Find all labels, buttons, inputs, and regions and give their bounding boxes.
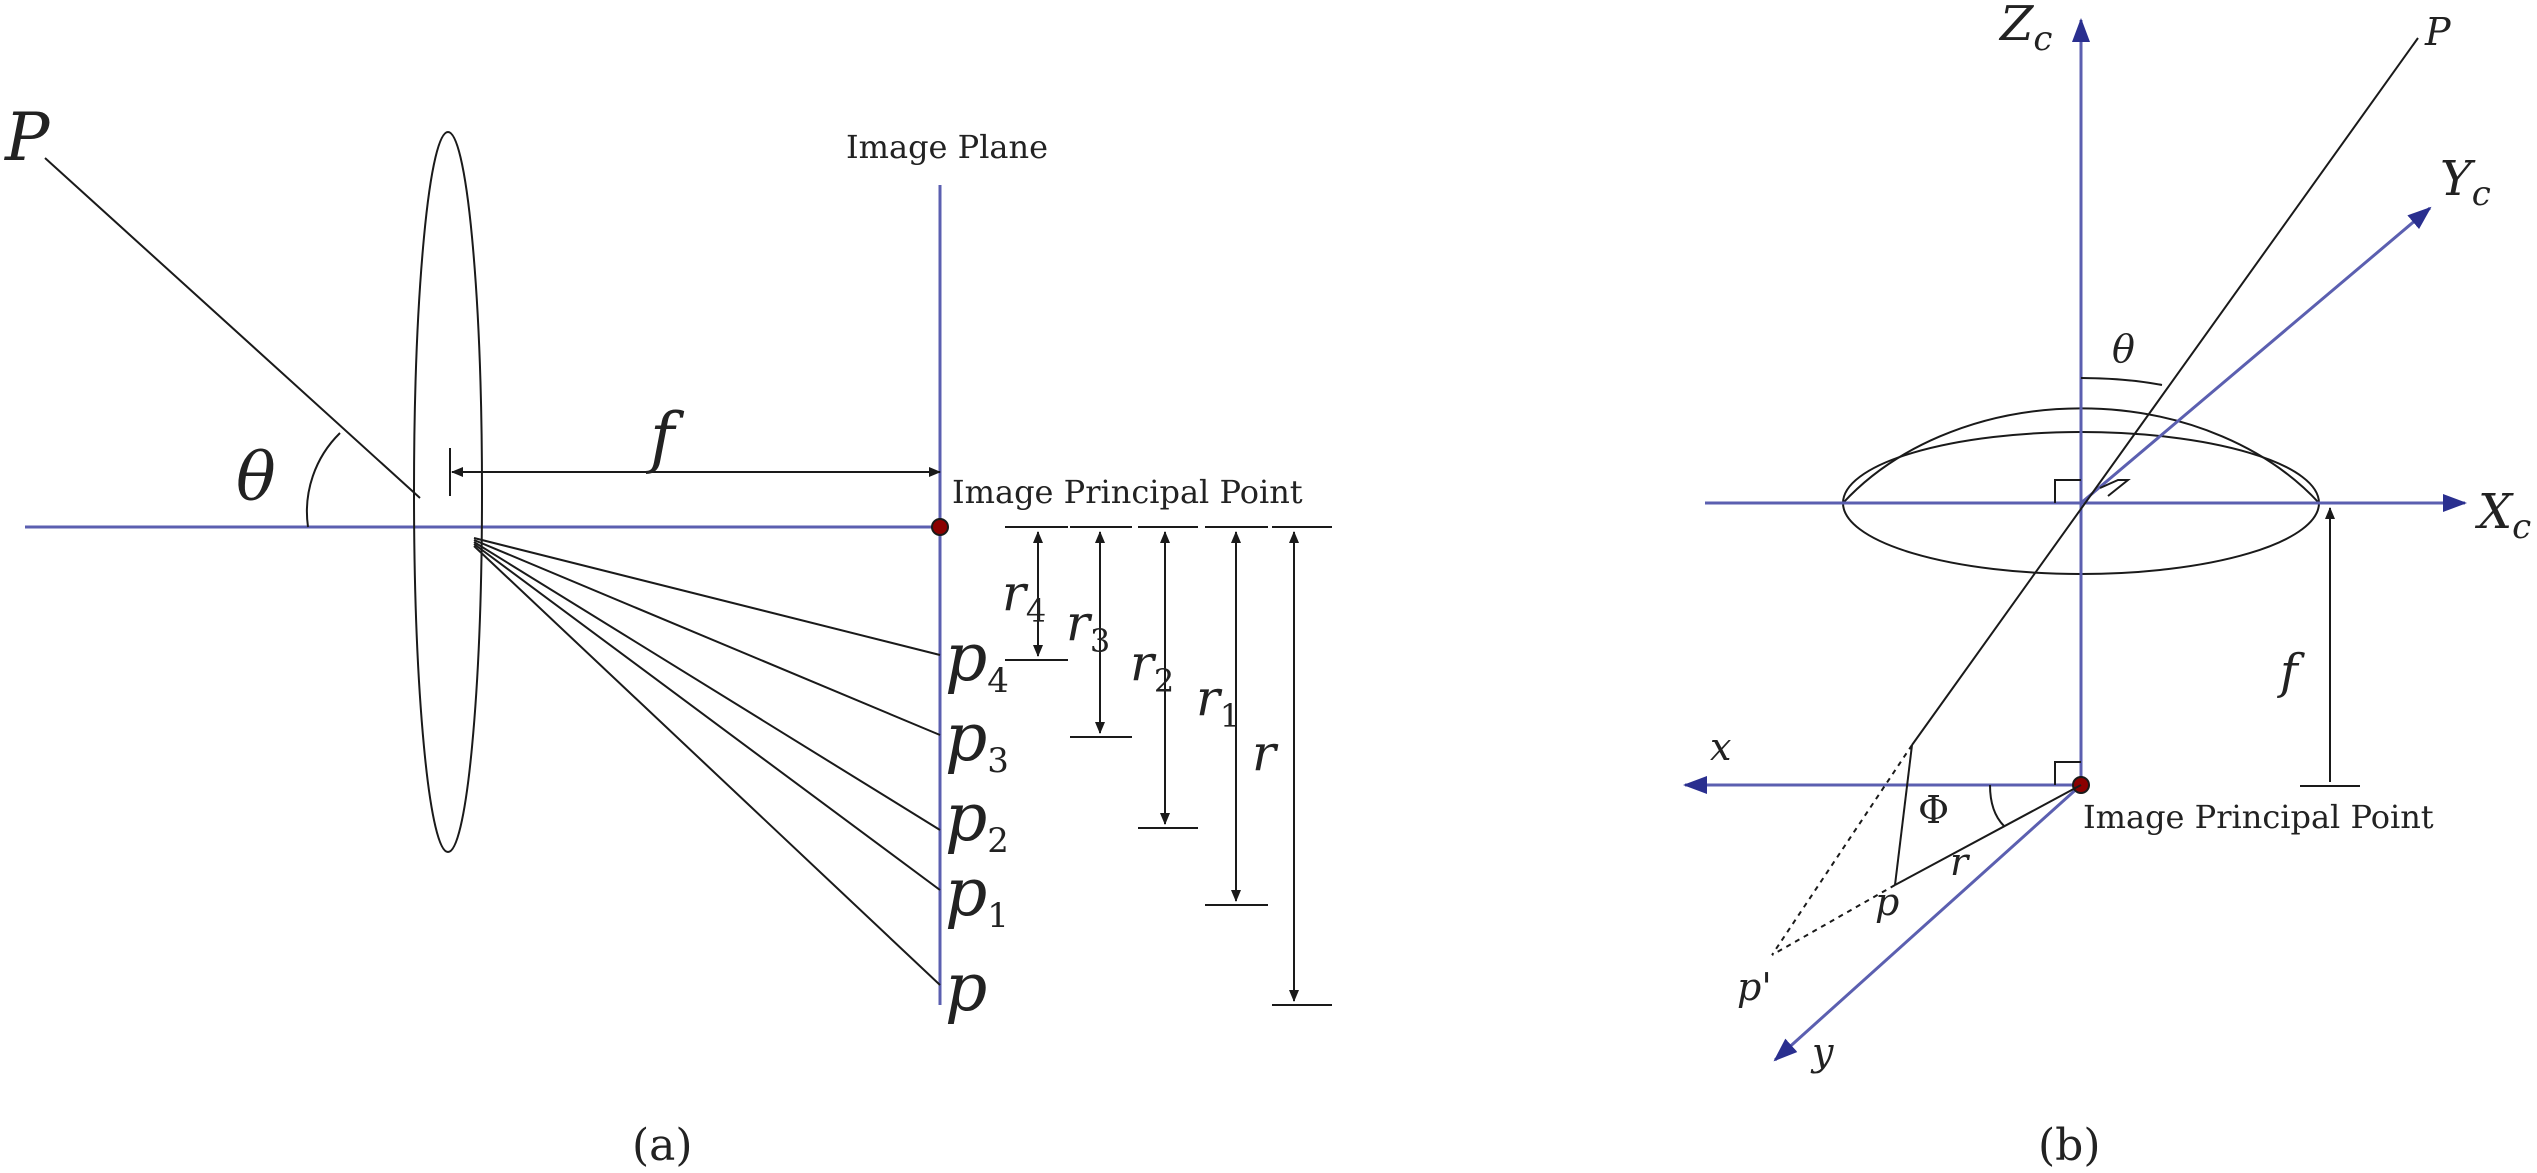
axis-zc-label: Zc [1998, 0, 2052, 59]
point-p-label: p [1875, 880, 1899, 924]
right-angle-marker-yc [2099, 479, 2131, 497]
right-angle-marker-origin [2054, 479, 2081, 503]
radius-label-b: r [1950, 840, 1971, 884]
right-angle-marker-image [2054, 761, 2081, 785]
refracted-ray-p [473, 545, 941, 986]
image-plane-label: Image Plane [846, 128, 1048, 166]
phi-arc [1989, 784, 2005, 827]
radius-label-r4: r4 [1002, 564, 1046, 630]
image-point-p: p [945, 949, 987, 1026]
radius-label-r1: r1 [1196, 669, 1240, 735]
image-point-p1: p1 [945, 854, 1009, 936]
axis-y-label: y [1810, 1030, 1834, 1074]
radius-r2 [1138, 526, 1198, 829]
refracted-ray-b [1894, 744, 1913, 886]
principal-point-label-b: Image Principal Point [2083, 798, 2434, 836]
focal-symbol-b: f [2277, 644, 2305, 700]
dashed-to-p-prime [1771, 884, 1896, 956]
radius-label-r: r [1252, 724, 1279, 782]
image-point-p3: p3 [945, 699, 1009, 781]
axis-x-label: x [1710, 725, 1731, 769]
caption-a: (a) [632, 1120, 693, 1171]
radius-r4 [1005, 526, 1068, 661]
angle-arc [305, 432, 341, 528]
focal-length-symbol: f [645, 399, 685, 476]
axis-y-image [1773, 783, 2083, 1062]
refracted-ray-p2 [473, 541, 941, 831]
radius-label-r2: r2 [1130, 634, 1174, 700]
radius-line-r [1894, 784, 2082, 886]
theta-arc [2080, 377, 2163, 386]
incident-ray-b [1911, 37, 2419, 746]
lens-ellipse [413, 131, 483, 853]
incident-ray [44, 157, 421, 499]
image-point-p2: p2 [945, 779, 1009, 861]
radius-r [1272, 526, 1332, 1006]
refracted-ray-p1 [473, 543, 941, 891]
radius-label-r3: r3 [1066, 594, 1110, 660]
object-point-label-b: P [2424, 10, 2452, 54]
point-p-prime-label: p' [1737, 965, 1772, 1009]
theta-symbol: θ [236, 439, 276, 516]
refracted-ray-p3 [473, 539, 941, 736]
radius-r1 [1205, 526, 1268, 906]
axis-xc-label: Xc [2474, 484, 2531, 547]
refracted-ray-p4 [473, 537, 941, 656]
panel-a: Image Plane P θ f Image Principal Point … [4, 99, 1332, 1171]
principal-point-marker [931, 518, 949, 536]
axis-yc-label: Yc [2440, 151, 2491, 214]
phi-label: Φ [1918, 788, 1949, 832]
dashed-ray-extension [1771, 744, 1913, 956]
object-point-label: P [4, 99, 51, 176]
image-point-p4: p4 [945, 619, 1009, 701]
caption-b: (b) [2038, 1120, 2101, 1171]
panel-b: Zc Yc Xc P θ f x y Image Principal Point… [1683, 0, 2531, 1171]
axis-yc [2080, 206, 2432, 505]
theta-label-b: θ [2112, 327, 2135, 371]
radius-r3 [1070, 526, 1132, 738]
principal-point-label: Image Principal Point [952, 473, 1303, 511]
